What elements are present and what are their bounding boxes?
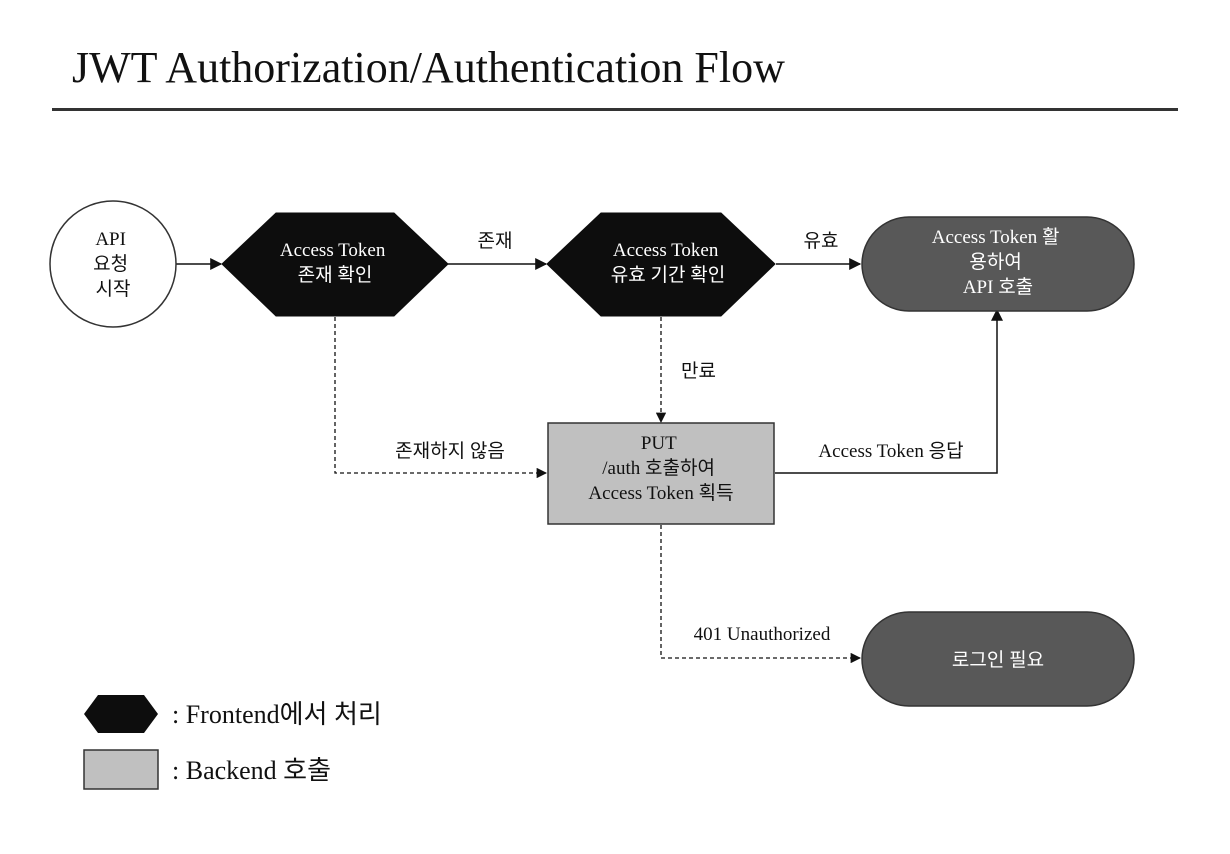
edge-label-token-response: Access Token 응답 xyxy=(818,440,963,462)
edge-label-exists: 존재 xyxy=(478,230,513,252)
put-auth-box xyxy=(547,422,775,525)
edge-label-expired: 만료 xyxy=(681,360,716,382)
edge-label-valid: 유효 xyxy=(804,231,839,252)
edge-label-not-exists: 존재하지 않음 xyxy=(395,440,505,462)
node-put-auth: PUT /auth 호출하여 Access Token 획득 xyxy=(547,422,775,525)
check-exists-hexagon xyxy=(221,212,449,317)
legend-frontend-swatch xyxy=(84,695,158,733)
edges xyxy=(176,258,1003,664)
start-circle xyxy=(49,200,177,328)
legend-backend-swatch xyxy=(83,749,159,790)
page-title: JWT Authorization/Authentication Flow xyxy=(72,43,785,92)
edge-label-unauthorized: 401 Unauthorized xyxy=(694,624,831,645)
legend-frontend-label: : Frontend에서 처리 xyxy=(172,700,382,729)
node-use-token: Access Token 활 용하여 API 호출 xyxy=(861,216,1135,312)
edge-put-to-login xyxy=(660,525,862,664)
check-valid-text: Access Token 유효 기간 확인 xyxy=(611,240,725,286)
node-start: API 요청 시작 xyxy=(49,200,177,328)
check-valid-hexagon xyxy=(546,212,776,317)
node-check-valid: Access Token 유효 기간 확인 xyxy=(546,212,776,317)
check-exists-text: Access Token 존재 확인 xyxy=(280,240,390,286)
login-terminal xyxy=(861,611,1135,707)
edge-exists-to-put xyxy=(334,317,548,479)
node-check-exists: Access Token 존재 확인 xyxy=(221,212,449,317)
node-login: 로그인 필요 xyxy=(861,611,1135,707)
edge-put-to-use xyxy=(775,308,1003,474)
title-divider xyxy=(52,108,1178,111)
start-text: API 요청 시작 xyxy=(93,229,133,300)
put-auth-text: PUT /auth 호출하여 Access Token 획득 xyxy=(588,433,733,504)
use-token-text: Access Token 활 용하여 API 호출 xyxy=(932,226,1064,298)
legend: : Frontend에서 처리 : Backend 호출 xyxy=(83,695,382,790)
legend-backend-label: : Backend 호출 xyxy=(172,756,331,785)
use-token-terminal xyxy=(861,216,1135,312)
login-text: 로그인 필요 xyxy=(952,649,1044,671)
